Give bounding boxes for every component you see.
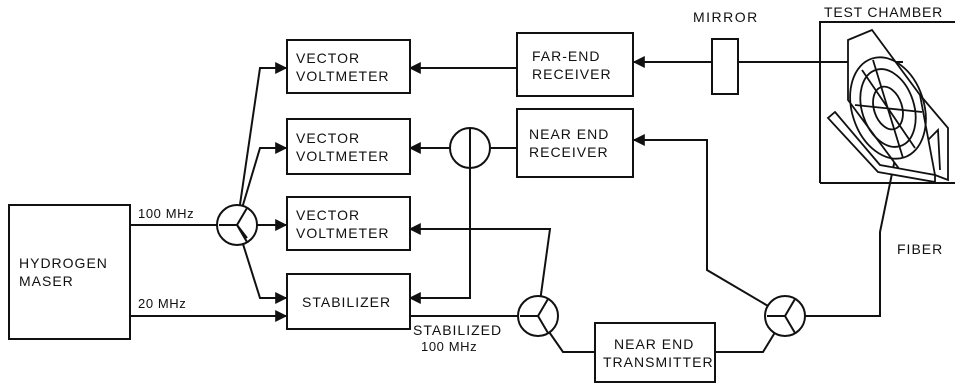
vv3-line1: VECTOR [296, 206, 361, 223]
test-chamber-antenna-icon [826, 28, 949, 184]
vv2-line2: VOLTMETER [296, 147, 390, 164]
far-end-receiver-line2: RECEIVER [532, 65, 612, 82]
freq-20mhz-label: 20 MHz [138, 296, 187, 311]
line-splitter-to-stabilizer [408, 148, 471, 304]
mirror-label: MIRROR [693, 9, 759, 25]
freq-100mhz-label: 100 MHz [138, 206, 195, 221]
test-chamber-frame [819, 21, 955, 183]
near-end-transmitter-block: NEAR END TRANSMITTER [594, 322, 716, 383]
stabilized-label-line1: STABILIZED [413, 322, 503, 338]
hydrogen-maser-block: HYDROGEN MASER [8, 204, 131, 340]
hydrogen-maser-line2: MASER [19, 273, 74, 289]
line-to-stabilizer [236, 224, 288, 304]
fiber-label: FIBER [897, 241, 944, 257]
line-to-vv1 [236, 62, 288, 226]
stabilizer-label: STABILIZER [302, 293, 392, 310]
stabilizer-block: STABILIZER [286, 273, 411, 330]
far-end-receiver-block: FAR-END RECEIVER [516, 32, 634, 97]
mirror [711, 38, 739, 95]
vv1-line2: VOLTMETER [296, 67, 390, 84]
vector-voltmeter-1: VECTOR VOLTMETER [286, 39, 411, 94]
line-to-vv3-feedback [408, 223, 552, 317]
test-chamber-label: TEST CHAMBER [824, 4, 944, 20]
near-end-receiver-line2: RECEIVER [529, 144, 609, 160]
stabilized-label-line2: 100 MHz [421, 339, 478, 354]
near-end-transmitter-line1: NEAR END [614, 335, 695, 352]
vv1-line1: VECTOR [296, 49, 361, 66]
vv2-line1: VECTOR [296, 129, 361, 146]
vv3-line2: VOLTMETER [296, 224, 390, 241]
far-end-receiver-line1: FAR-END [532, 47, 601, 64]
line-fiber-splitter-to-near-rx [632, 134, 786, 317]
vector-voltmeter-2: VECTOR VOLTMETER [286, 118, 411, 175]
line-fiber [785, 119, 904, 317]
vector-voltmeter-3: VECTOR VOLTMETER [286, 196, 411, 251]
near-end-transmitter-line2: TRANSMITTER [603, 353, 714, 370]
line-to-vv2 [236, 142, 288, 226]
hydrogen-maser-line1: HYDROGEN [19, 255, 108, 271]
near-end-receiver-block: NEAR END RECEIVER [516, 108, 634, 178]
near-end-receiver-line1: NEAR END [529, 126, 610, 142]
